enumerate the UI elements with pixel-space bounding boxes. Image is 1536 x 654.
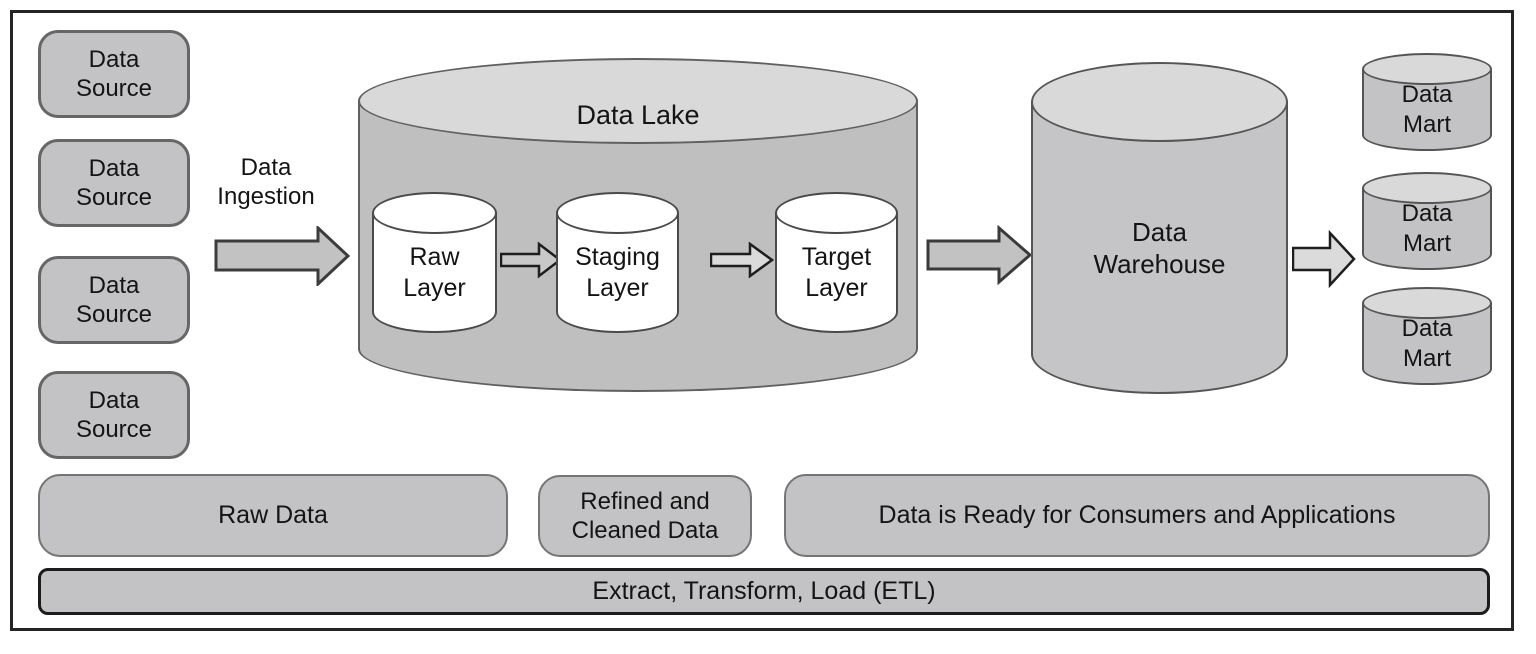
lake-to-warehouse-arrow (926, 225, 1032, 285)
staging-to-target-arrow (710, 241, 774, 279)
data-warehouse-cap (1031, 62, 1288, 142)
data-source-box-2: Data Source (38, 139, 190, 227)
data-mart-2-cap (1362, 172, 1492, 204)
data-lake-label: Data Lake (576, 100, 700, 130)
raw-layer-label: Raw Layer (403, 242, 466, 302)
data-warehouse-cylinder: Data Warehouse (1031, 62, 1288, 394)
raw-to-staging-arrow (500, 241, 562, 279)
staging-layer-cylinder: Staging Layer (556, 192, 679, 333)
data-ingestion-arrow (214, 226, 350, 286)
raw-layer-cap (372, 192, 497, 234)
data-source-box-1: Data Source (38, 30, 190, 118)
data-mart-cylinder-3: Data Mart (1362, 287, 1492, 385)
data-mart-cylinder-2: Data Mart (1362, 172, 1492, 270)
etl-bar: Extract, Transform, Load (ETL) (38, 568, 1490, 615)
data-mart-1-label: Data Mart (1401, 81, 1453, 138)
raw-data-bar: Raw Data (38, 474, 508, 557)
data-mart-3-cap (1362, 287, 1492, 319)
data-warehouse-label: Data Warehouse (1093, 216, 1226, 280)
data-source-box-4: Data Source (38, 371, 190, 459)
data-mart-1-cap (1362, 53, 1492, 85)
data-mart-cylinder-1: Data Mart (1362, 53, 1492, 151)
data-mart-1-body (1362, 69, 1492, 151)
target-layer-cap (775, 192, 898, 234)
data-ingestion-label: Data Ingestion (217, 153, 315, 210)
refined-cleaned-data-bar: Refined and Cleaned Data (538, 475, 752, 557)
warehouse-to-marts-arrow (1292, 230, 1356, 288)
data-lake-cap (358, 58, 918, 144)
data-mart-3-label: Data Mart (1401, 315, 1453, 372)
data-lake-cylinder: Data Lake (358, 58, 918, 392)
staging-layer-label: Staging Layer (575, 242, 660, 302)
data-ready-bar: Data is Ready for Consumers and Applicat… (784, 474, 1490, 557)
staging-layer-cap (556, 192, 679, 234)
data-warehouse-body (1031, 102, 1288, 394)
raw-layer-cylinder: Raw Layer (372, 192, 497, 333)
data-source-box-3: Data Source (38, 256, 190, 344)
target-layer-label: Target Layer (801, 242, 872, 302)
data-mart-2-label: Data Mart (1401, 200, 1453, 257)
target-layer-cylinder: Target Layer (775, 192, 898, 333)
